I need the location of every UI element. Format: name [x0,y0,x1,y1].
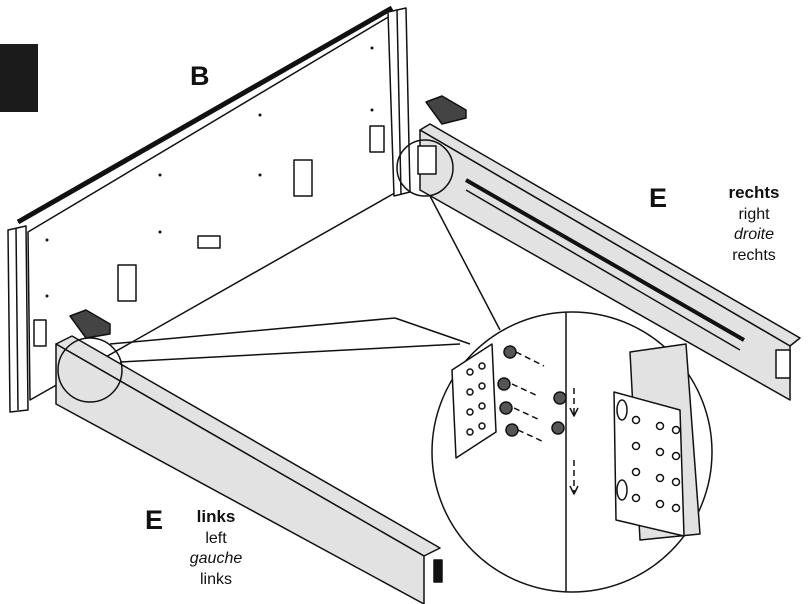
right-rail-e [417,123,801,401]
caption-de: links [196,507,236,526]
cam-lock-icon [293,159,313,197]
caption-fr: droite [733,226,775,244]
caption-en: right [738,205,770,223]
caption-nl: links [199,570,232,588]
caption-nl: rechts [732,246,776,264]
page-tab-marker [0,44,38,112]
panel-label-b: B [190,61,210,91]
detail-magnifier [431,311,713,593]
callout-circle-left [57,337,123,403]
left-rail-caption: links left gauche links [178,507,254,588]
left-rail-e [55,335,443,604]
callout-circle-right [396,139,454,197]
caption-de: rechts [728,183,780,202]
bracket-icon [451,343,497,459]
cam-lock-icon [117,264,137,302]
arrow-left-icon [69,309,111,339]
caption-fr: gauche [189,550,243,568]
caption-en: left [205,529,227,547]
right-rail-caption: rechts right droite rechts [712,183,796,264]
rail-label-right: E [649,183,668,213]
arrow-left-icon [425,95,467,125]
rail-label-left: E [145,505,164,535]
